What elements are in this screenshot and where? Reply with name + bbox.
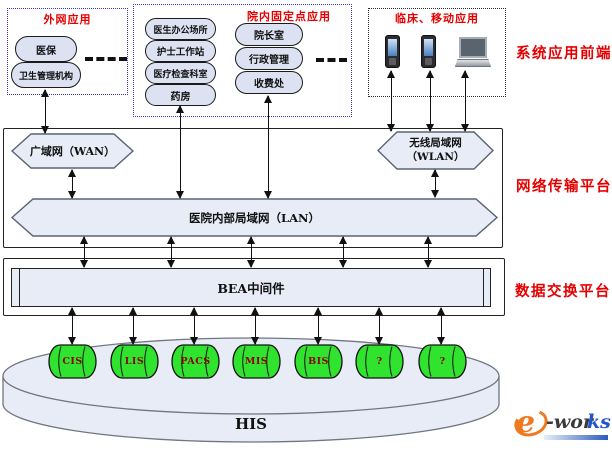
exchange-side-label: 数据交换平台 — [515, 284, 611, 300]
his-label: HIS — [234, 415, 268, 433]
ellipsis-dashes — [85, 57, 127, 61]
system-cylinder-label: ? — [439, 356, 446, 367]
wlan-label: 无线局域网 （WLAN） — [378, 132, 493, 169]
phone-keypad — [389, 58, 396, 65]
laptop-screen — [459, 37, 487, 58]
external-apps-box — [7, 8, 128, 95]
fixed-app-oval: 护士工作站 — [145, 40, 216, 62]
arrow-bea-to-cis — [67, 307, 76, 345]
arrow-lan-to-bea-3 — [246, 236, 255, 268]
arrow-external-to-wan — [40, 89, 49, 134]
system-cylinder-label: PACS — [180, 356, 211, 367]
bea-bar-right-strip — [483, 269, 484, 306]
fixed-app-oval: 院长室 — [235, 23, 303, 46]
wlan-label-line2: （WLAN） — [406, 150, 465, 163]
logo-wor: -wor — [546, 411, 593, 433]
phone-screen — [424, 39, 433, 56]
arrow-bea-to-bis — [313, 307, 322, 345]
smartphone-icon — [385, 35, 400, 68]
external-app-oval: 卫生管理机构 — [11, 62, 81, 88]
arrow-bea-to-lis — [128, 307, 137, 345]
arrow-laptop-to-wlan — [460, 70, 469, 132]
fixed-apps-title: 院内固定点应用 — [247, 11, 331, 23]
arrow-bea-to-pacs — [189, 307, 198, 345]
bea-bar-left-strip — [19, 269, 20, 306]
arrow-pharmacy-to-lan — [175, 105, 184, 199]
arrow-bea-to-q1 — [374, 307, 383, 345]
fixed-app-oval: 行政管理 — [235, 47, 303, 70]
arrow-bea-to-mis — [250, 307, 259, 345]
wan-hexagon — [10, 133, 135, 169]
external-apps-title: 外网应用 — [43, 14, 92, 26]
external-app-oval: 医保 — [15, 36, 77, 62]
wan-label: 广域网（WAN） — [29, 145, 116, 158]
phone-screen — [388, 39, 397, 56]
system-cylinder-label: MIS — [244, 356, 269, 367]
arrow-phone1-to-wlan — [386, 70, 395, 132]
frontend-side-label: 系统应用前端 — [516, 46, 612, 62]
logo-e: e — [516, 405, 536, 440]
system-cylinder-label: LIS — [124, 356, 145, 367]
laptop-icon — [455, 37, 491, 69]
bea-middleware-label: BEA中间件 — [217, 281, 285, 296]
lan-hexagon — [10, 198, 499, 237]
smartphone-icon — [421, 35, 436, 68]
lan-label: 医院内部局域网（LAN） — [188, 210, 321, 225]
arrow-lan-to-bea-1 — [79, 236, 88, 268]
arrow-lan-to-bea-5 — [423, 236, 432, 268]
fixed-app-oval: 医疗检查科室 — [145, 62, 216, 84]
logo-underline-bar — [544, 435, 608, 440]
mobile-apps-box — [368, 8, 506, 97]
fixed-apps-box — [133, 4, 352, 117]
ellipsis-dashes — [316, 58, 347, 62]
arrow-lan-to-bea-2 — [166, 236, 175, 268]
bea-middleware-bar — [11, 268, 491, 307]
laptop-base — [455, 59, 491, 67]
system-cylinder-label: ? — [376, 356, 383, 367]
wlan-label-line1: 无线局域网 — [409, 137, 462, 150]
fixed-app-oval: 收费处 — [235, 71, 303, 94]
network-side-label: 网络传输平台 — [516, 179, 612, 195]
eworks-logo: e -wor ks — [510, 405, 612, 447]
system-cylinder-label: CIS — [62, 356, 83, 367]
logo-ks: ks — [587, 411, 611, 433]
arrow-bea-to-q2 — [436, 307, 445, 345]
arrow-phone2-to-wlan — [425, 70, 434, 132]
arrow-cashier-to-lan — [263, 95, 272, 199]
phone-keypad — [425, 58, 432, 65]
arrow-lan-to-bea-4 — [338, 236, 347, 268]
system-cylinder-label: BIS — [308, 356, 329, 367]
system-cylinders — [48, 344, 467, 379]
mobile-apps-title: 临床、移动应用 — [395, 13, 479, 25]
fixed-app-oval: 医生办公场所 — [145, 18, 216, 40]
arrow-wlan-to-lan — [430, 169, 439, 198]
arrow-wan-to-lan — [67, 169, 76, 199]
wlan-hexagon — [376, 131, 495, 170]
